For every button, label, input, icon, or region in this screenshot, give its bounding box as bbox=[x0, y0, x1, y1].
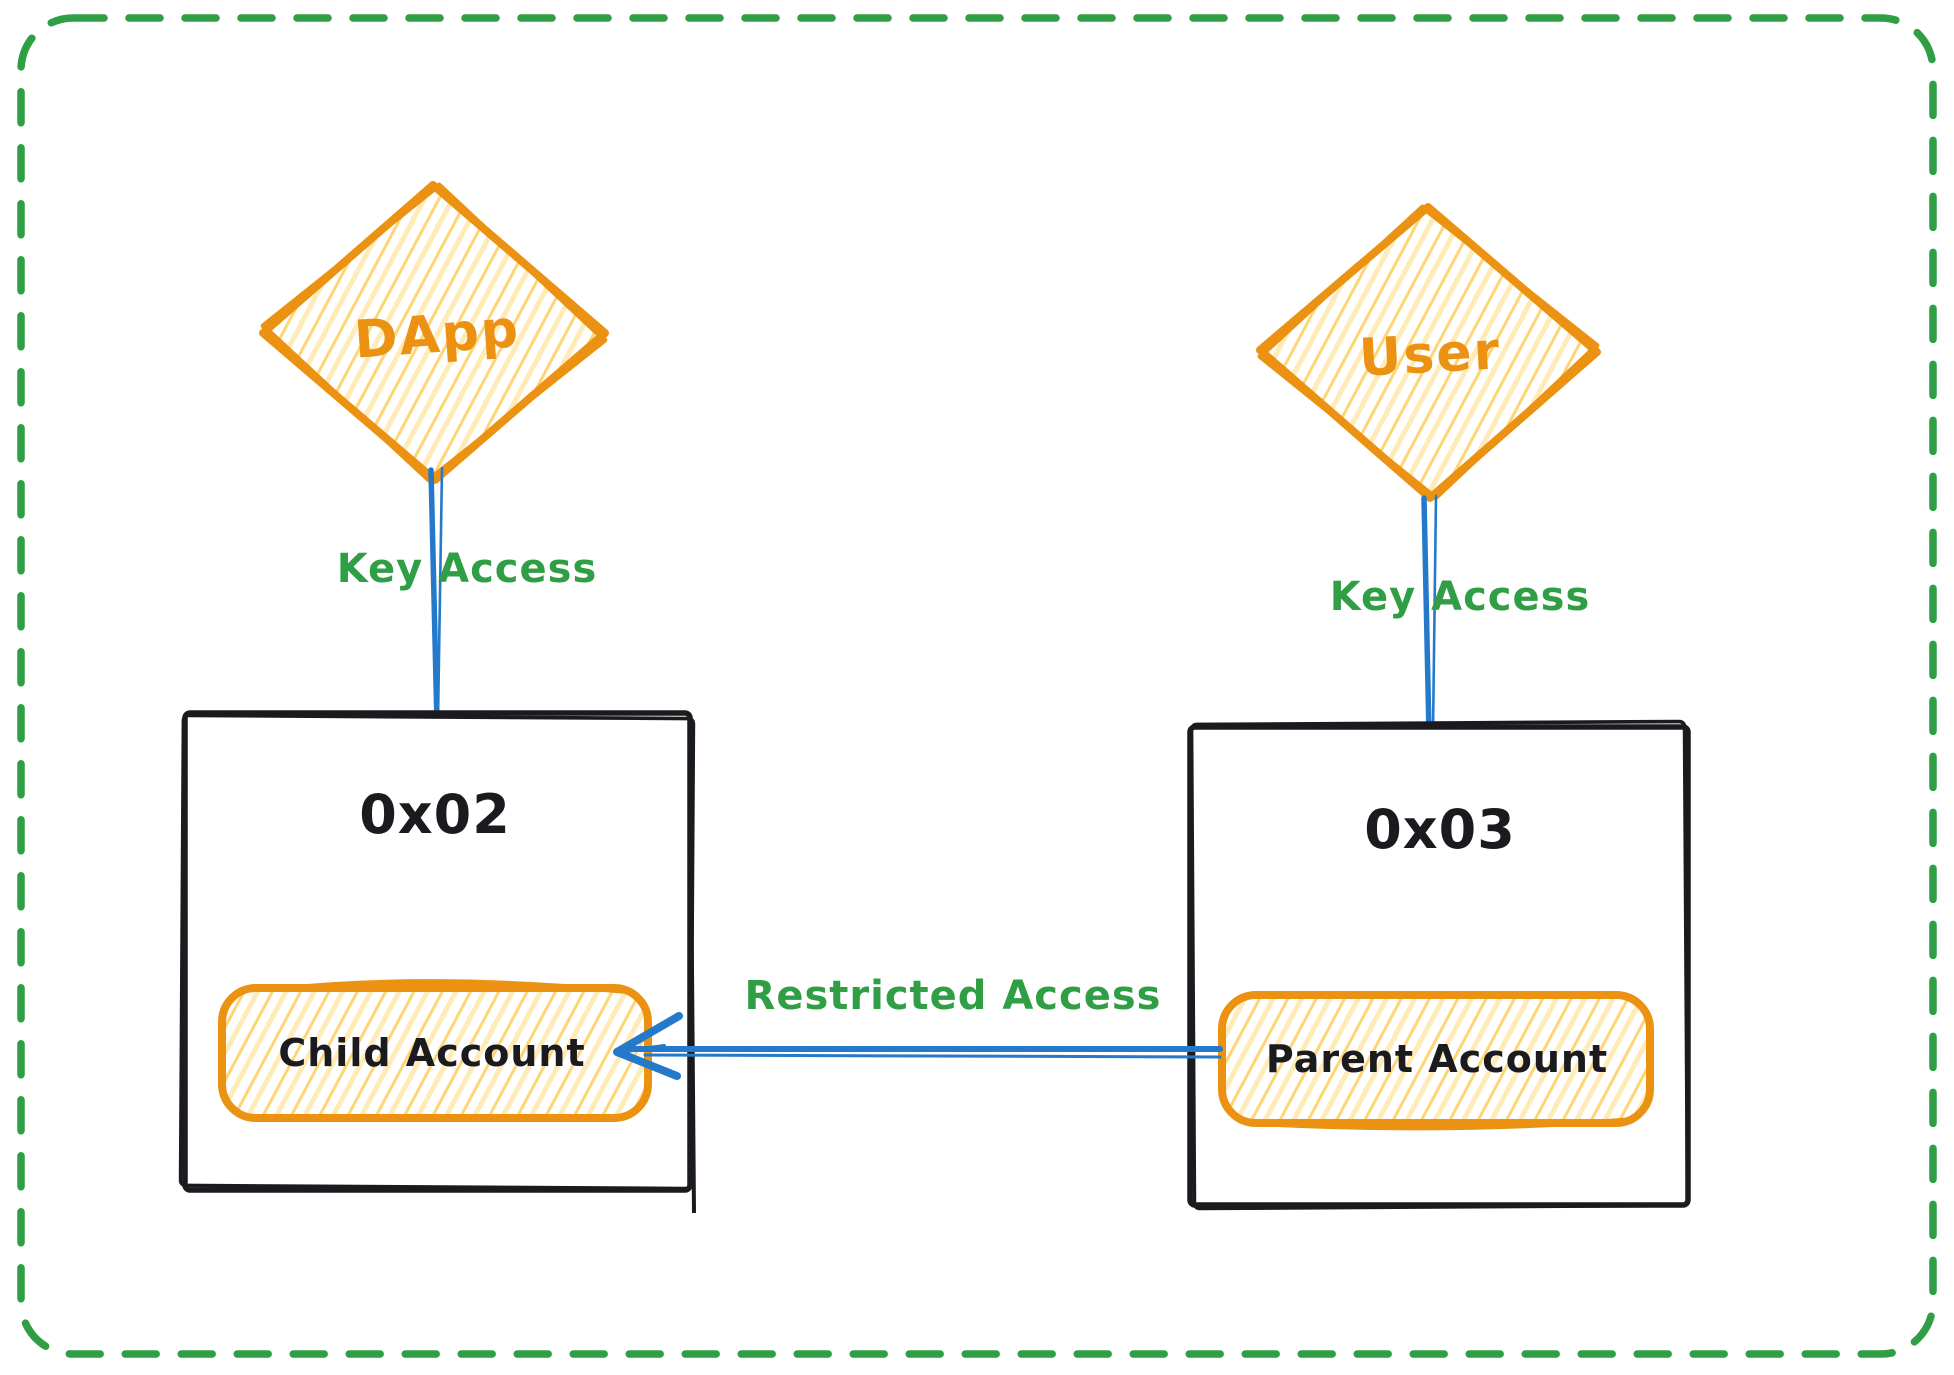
box-0x03-label: 0x03 bbox=[1364, 798, 1516, 861]
account-box-0x03: 0x03 Parent Account bbox=[1187, 719, 1691, 1211]
child-account-pill-sketch bbox=[287, 979, 625, 994]
user-diamond: User bbox=[1256, 203, 1601, 502]
box-0x02-label: 0x02 bbox=[359, 783, 511, 846]
key-access-left-label: Key Access bbox=[337, 546, 598, 592]
box-0x03-outline-sketch bbox=[1189, 719, 1690, 1211]
restricted-access-shaft-sketch bbox=[643, 1053, 1222, 1059]
key-access-right-line bbox=[1421, 495, 1432, 737]
restricted-access-label: Restricted Access bbox=[745, 973, 1162, 1019]
child-account-pill-outline bbox=[218, 984, 652, 1122]
user-label: User bbox=[1358, 321, 1503, 388]
key-access-right-line-sketch bbox=[1431, 494, 1438, 734]
parent-account-pill-outline bbox=[1218, 991, 1654, 1127]
frame-border bbox=[17, 14, 1937, 1358]
restricted-access-arrowhead-stroke bbox=[617, 1044, 666, 1054]
dapp-label: DApp bbox=[352, 299, 522, 370]
key-access-left-line bbox=[428, 467, 440, 727]
parent-account-pill: Parent Account bbox=[1218, 991, 1654, 1131]
restricted-access-arrow bbox=[613, 1012, 1223, 1080]
child-account-pill: Child Account bbox=[218, 979, 652, 1122]
child-account-label: Child Account bbox=[278, 1031, 585, 1075]
parent-account-label: Parent Account bbox=[1266, 1037, 1608, 1081]
key-access-right-label: Key Access bbox=[1330, 574, 1591, 620]
key-access-right-connector bbox=[1421, 494, 1438, 737]
key-access-left-line-sketch bbox=[436, 466, 444, 722]
parent-account-pill-sketch bbox=[1247, 1117, 1631, 1131]
dapp-diamond: DApp bbox=[259, 181, 609, 484]
account-box-0x02: 0x02 Child Account bbox=[178, 710, 696, 1214]
key-access-left-connector bbox=[428, 466, 444, 727]
box-0x02-edge-overshoot bbox=[688, 724, 696, 1214]
